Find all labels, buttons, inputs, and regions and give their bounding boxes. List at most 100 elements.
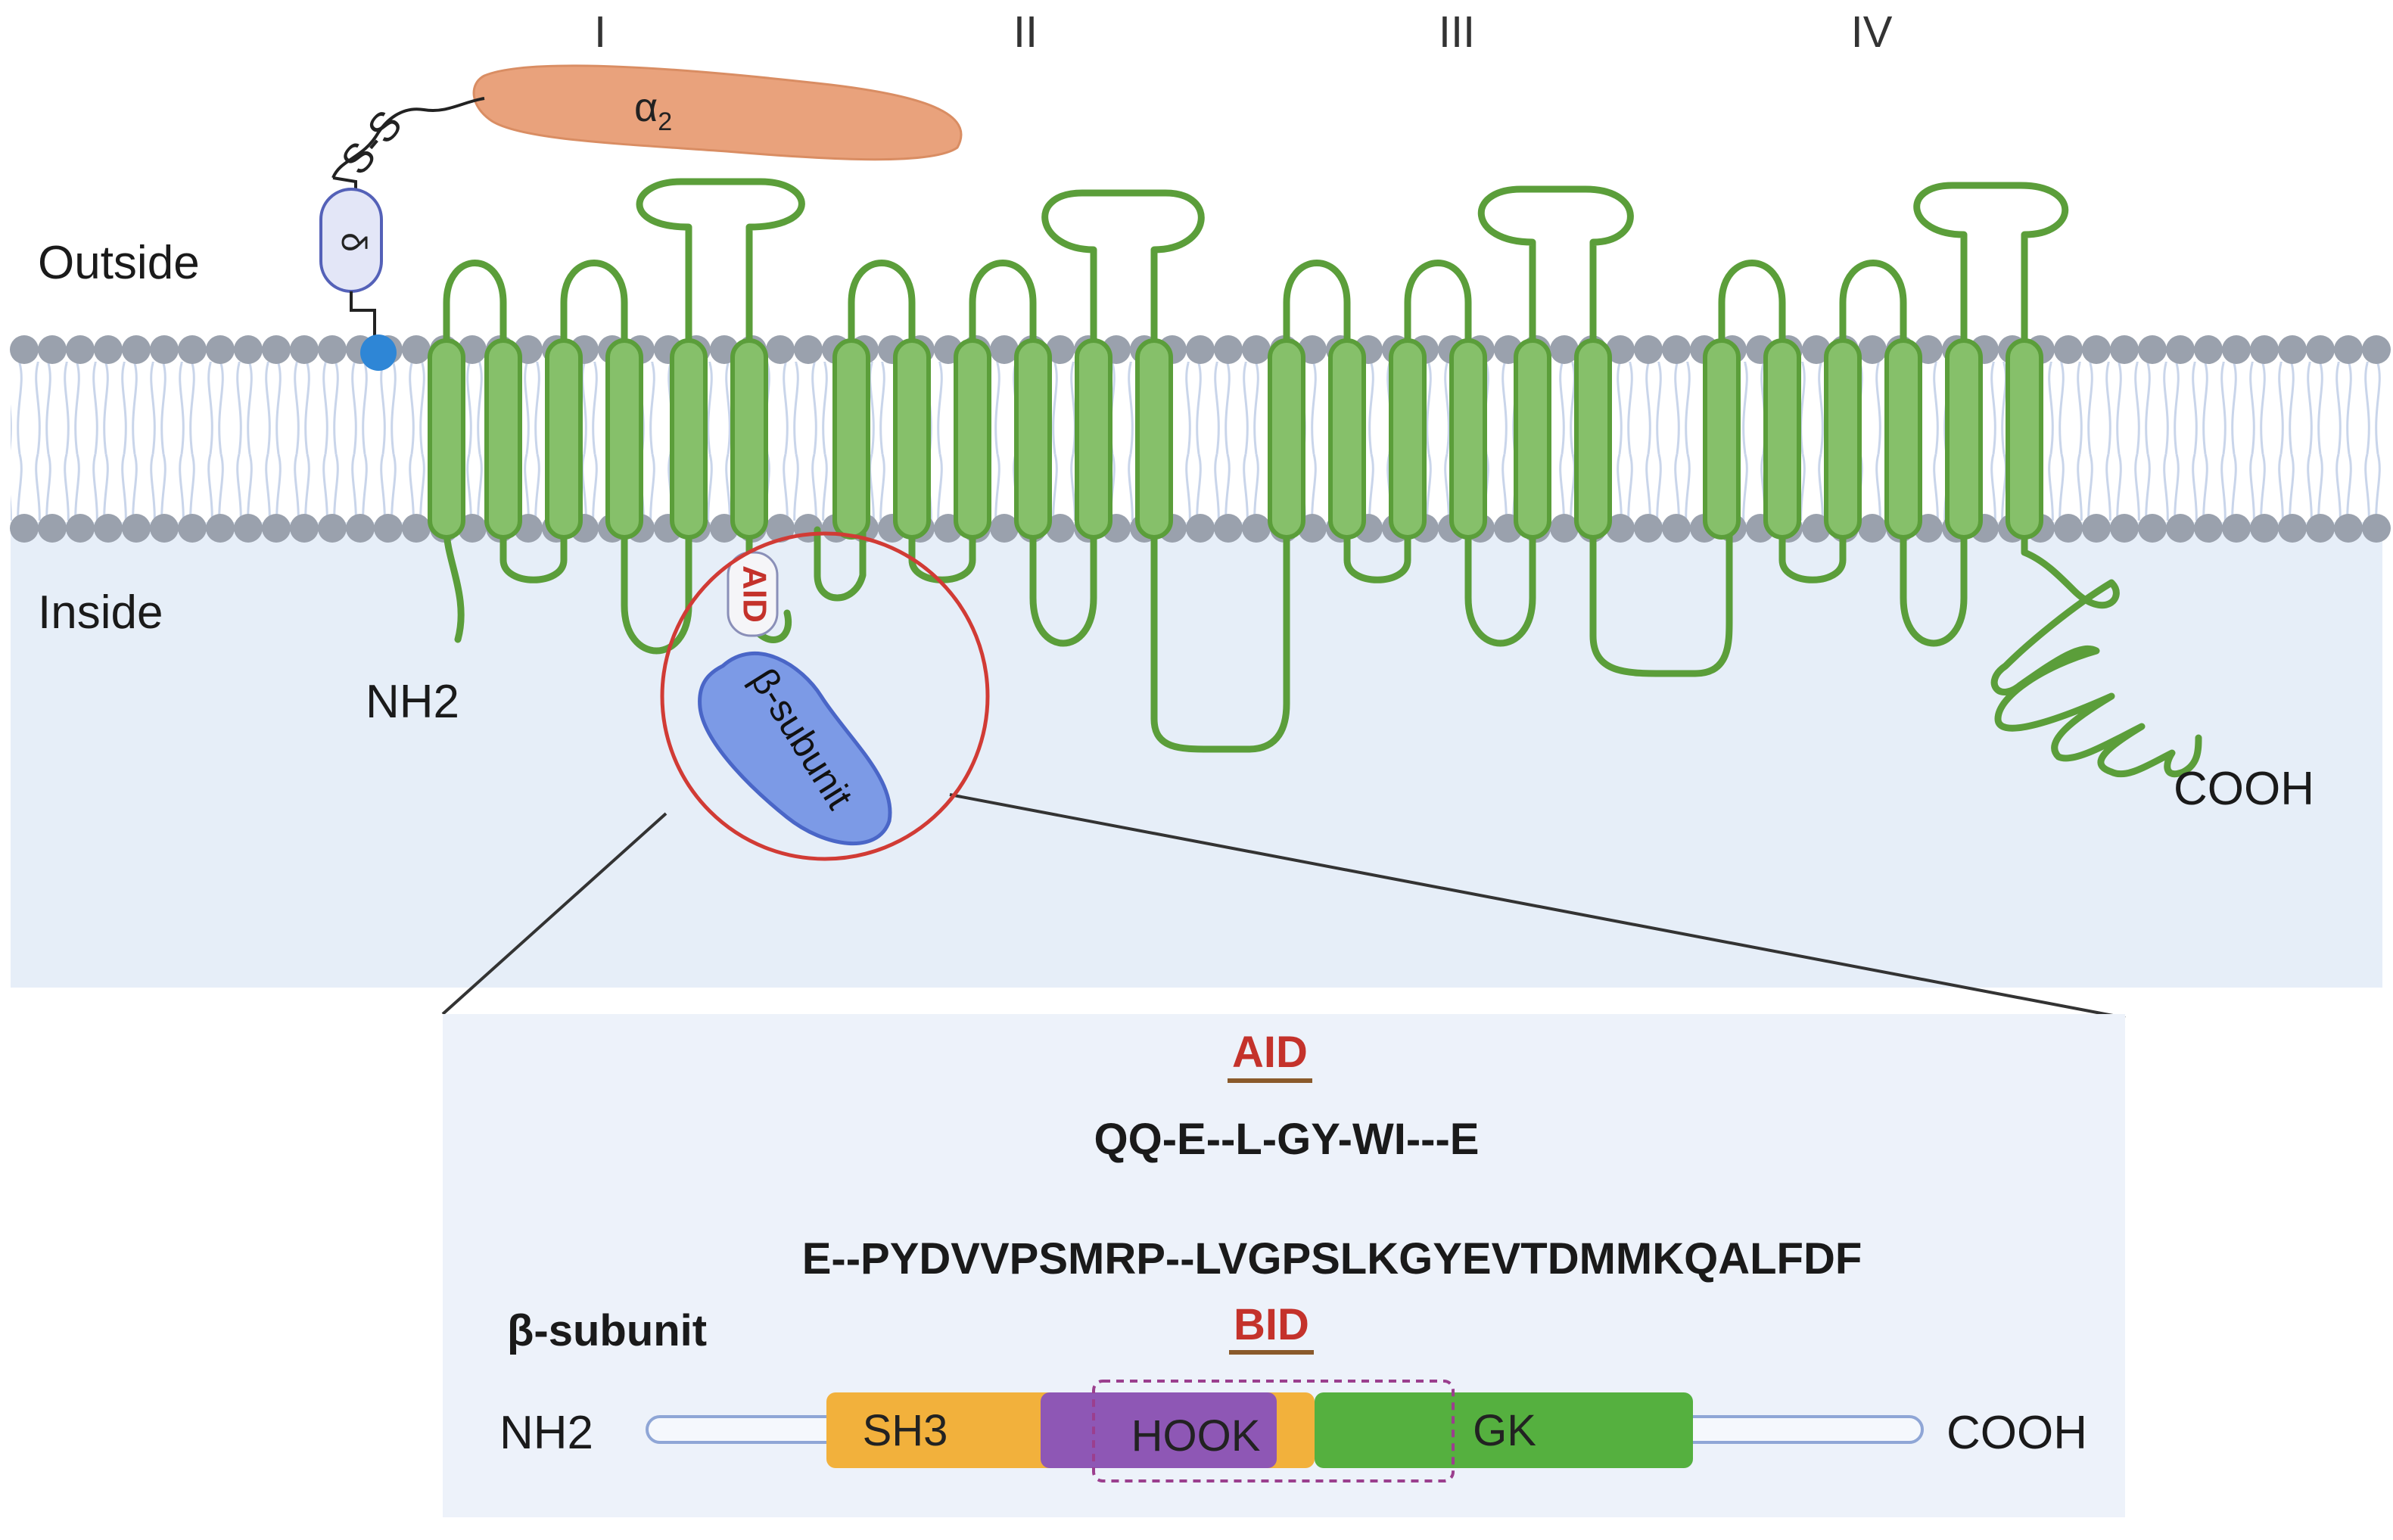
lipid-head-inner [10, 514, 39, 543]
membrane-tails [11, 362, 2382, 521]
inset-beta-label: β-subunit [507, 1306, 707, 1355]
outside-label: Outside [38, 237, 200, 289]
tm-segment-d1-s3 [545, 338, 583, 540]
inset-aid-sequence: QQ-E--L-GY-WI---E [1094, 1115, 1479, 1164]
lipid-head-inner [2082, 514, 2111, 543]
lipid-head-outer [1046, 335, 1075, 364]
transmembrane-segments [428, 338, 2043, 540]
lipid-head-inner [122, 514, 151, 543]
lipid-head-outer [150, 335, 179, 364]
lipid-head-outer [1186, 335, 1215, 364]
lipid-head-inner [66, 514, 95, 543]
lipid-head-inner [1550, 514, 1579, 543]
tm-segment-d4-s4 [1884, 338, 1922, 540]
lipid-head-inner [318, 514, 347, 543]
lipid-head-inner [206, 514, 235, 543]
lipid-head-inner [2054, 514, 2083, 543]
lipid-head-outer [1242, 335, 1271, 364]
tm-segment-d3-s5 [1514, 338, 1551, 540]
lipid-head-outer [2334, 335, 2363, 364]
lipid-head-inner [1858, 514, 1887, 543]
tm-segment-d1-s2 [484, 338, 522, 540]
lipid-head-inner [1634, 514, 1663, 543]
tm-segment-d2-s3 [954, 338, 991, 540]
delta-label: δ [335, 232, 374, 252]
tm-segment-d4-s2 [1763, 338, 1801, 540]
tm-segment-d2-s1 [832, 338, 870, 540]
lipid-head-outer [794, 335, 823, 364]
tm-segment-d2-s5 [1075, 338, 1112, 540]
domain-label-1: I [594, 8, 606, 57]
tm-segment-d2-s2 [893, 338, 931, 540]
alpha1-cooh-label: COOH [2174, 763, 2314, 815]
lipid-head-outer [122, 335, 151, 364]
tm-segment-d3-s4 [1449, 338, 1487, 540]
alpha1-nh2-label: NH2 [366, 676, 459, 728]
lipid-head-outer [402, 335, 431, 364]
lipid-head-inner [374, 514, 403, 543]
lipid-head-inner [2306, 514, 2335, 543]
aid-marker-label: AID [736, 565, 773, 623]
lipid-head-inner [1606, 514, 1635, 543]
tm-segment-d2-s6 [1135, 338, 1173, 540]
lipid-head-inner [402, 514, 431, 543]
tm-segment-d4-s1 [1703, 338, 1741, 540]
beta-subunit-blob [698, 651, 892, 846]
lipid-head-outer [10, 335, 39, 364]
domain-label-2: II [1013, 8, 1038, 57]
lipid-head-inner [150, 514, 179, 543]
tm-segment-d2-s4 [1014, 338, 1052, 540]
tm-segment-d4-s5 [1945, 338, 1983, 540]
lipid-head-outer [990, 335, 1019, 364]
zoom-connector-left [441, 812, 667, 1016]
tm-segment-d3-s3 [1389, 338, 1427, 540]
lipid-head-outer [178, 335, 207, 364]
lipid-head-inner [94, 514, 123, 543]
lipid-head-inner [990, 514, 1019, 543]
lipid-head-outer [318, 335, 347, 364]
lipid-head-outer [234, 335, 263, 364]
inset-aid-header: AID [1232, 1028, 1308, 1077]
alpha1-backbone [443, 178, 2202, 778]
zoom-highlight-circle [660, 531, 990, 861]
tm-segment-d4-s6 [2006, 338, 2043, 540]
lipid-head-outer [38, 335, 67, 364]
lipid-head-inner [1214, 514, 1243, 543]
lipid-head-inner [2362, 514, 2391, 543]
lipid-head-outer [2278, 335, 2307, 364]
domain-label-3: III [1439, 8, 1475, 57]
inset-bid-header: BID [1234, 1300, 1309, 1349]
lipid-head-outer [206, 335, 235, 364]
tm-segment-d1-s6 [730, 338, 768, 540]
lipid-head-outer [1802, 335, 1831, 364]
lipid-head-outer [1858, 335, 1887, 364]
tm-segment-d3-s2 [1328, 338, 1366, 540]
gpi-anchor [360, 334, 397, 371]
lipid-head-outer [290, 335, 319, 364]
lipid-head-outer [1550, 335, 1579, 364]
lipid-head-inner [2250, 514, 2279, 543]
domain-hook [1041, 1392, 1277, 1468]
domain-gk-label: GK [1473, 1406, 1536, 1455]
zoom-connector-right [949, 793, 2126, 1019]
lipid-head-inner [38, 514, 67, 543]
lipid-head-inner [290, 514, 319, 543]
lipid-head-outer [2362, 335, 2391, 364]
lipid-head-inner [234, 514, 263, 543]
tm-segment-d1-s4 [605, 338, 643, 540]
lipid-head-inner [1662, 514, 1691, 543]
tm-segment-d1-s5 [670, 338, 708, 540]
domain-sh3-label: SH3 [863, 1406, 948, 1455]
lipid-head-inner [2138, 514, 2167, 543]
beta-bar-cooh-label: COOH [1946, 1407, 2087, 1459]
domain-label-4: IV [1851, 8, 1893, 57]
inside-label: Inside [38, 586, 163, 639]
tm-segment-d1-s1 [428, 338, 465, 540]
lipid-head-outer [66, 335, 95, 364]
lipid-head-inner [1186, 514, 1215, 543]
delta-anchor-linker [350, 291, 376, 348]
inset-bid-sequence: E--PYDVVPSMRP--LVGPSLKGYEVTDMMKQALFDF [802, 1234, 1862, 1283]
lipid-head-inner [2278, 514, 2307, 543]
